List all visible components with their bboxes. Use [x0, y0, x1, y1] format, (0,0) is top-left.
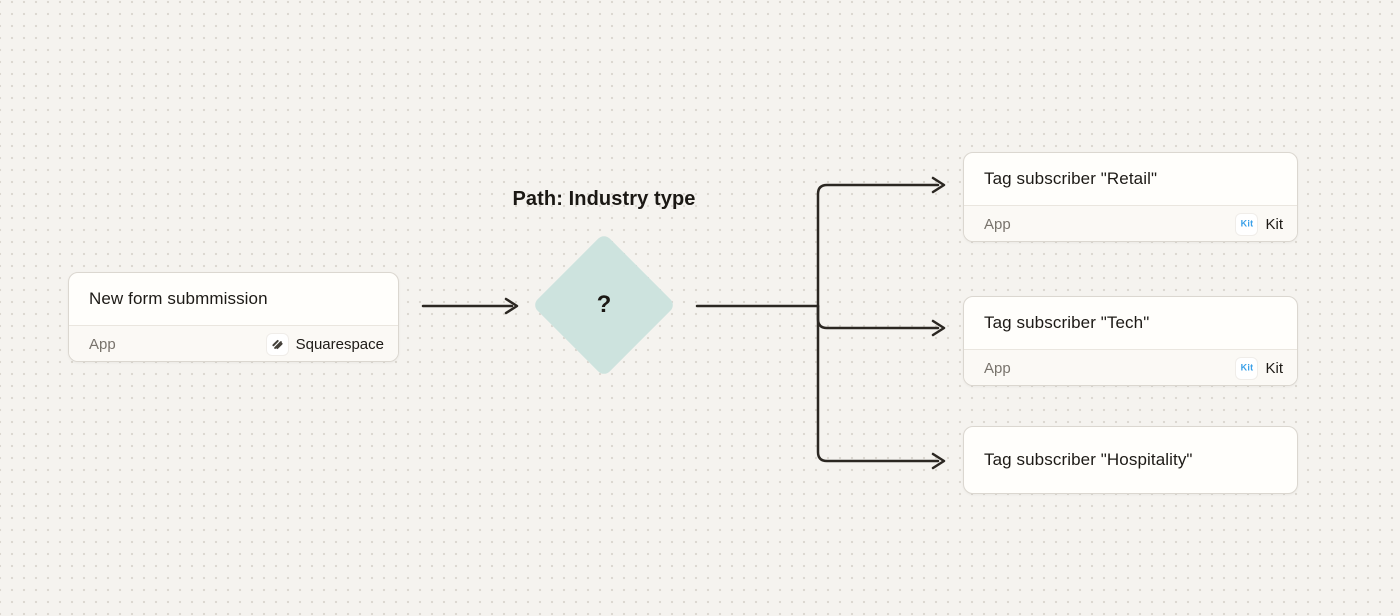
app-name: Kit	[1265, 359, 1283, 377]
squarespace-icon	[266, 333, 288, 355]
app-name: Squarespace	[295, 335, 384, 353]
path-label: Path: Industry type	[512, 188, 696, 210]
kit-icon: Kit	[1236, 357, 1258, 379]
action-card-tech[interactable]: Tag subscriber "Tech" App Kit Kit	[963, 296, 1298, 386]
trigger-card-title: New form submmission	[89, 289, 268, 308]
branch-bottom-arrowhead	[931, 452, 946, 470]
app-label: App	[984, 359, 1011, 377]
action-card-footer: App Kit Kit	[964, 205, 1297, 241]
branch-middle	[816, 304, 940, 330]
app-label: App	[984, 215, 1011, 233]
trigger-arrowhead	[504, 297, 519, 315]
action-card-title: Tag subscriber "Tech"	[984, 313, 1150, 332]
action-card-title: Tag subscriber "Retail"	[984, 169, 1158, 188]
branch-top-arrowhead	[931, 176, 946, 194]
branch-trunk	[816, 183, 940, 463]
app-identity: Kit Kit	[1236, 357, 1283, 379]
app-name: Kit	[1265, 215, 1283, 233]
action-card-hospitality[interactable]: Tag subscriber "Hospitality"	[963, 426, 1298, 494]
action-card-title: Tag subscriber "Hospitality"	[984, 450, 1193, 469]
kit-icon: Kit	[1236, 213, 1258, 235]
app-identity: Kit Kit	[1236, 213, 1283, 235]
app-identity: Squarespace	[266, 333, 384, 355]
trigger-card-footer: App Squarespace	[69, 325, 398, 361]
path-question-mark: ?	[596, 291, 612, 318]
branch-middle-arrowhead	[931, 319, 946, 337]
app-label: App	[89, 335, 116, 353]
action-card-retail[interactable]: Tag subscriber "Retail" App Kit Kit	[963, 152, 1298, 242]
action-card-footer: App Kit Kit	[964, 349, 1297, 385]
trigger-card[interactable]: New form submmission App Squarespace	[68, 272, 399, 362]
